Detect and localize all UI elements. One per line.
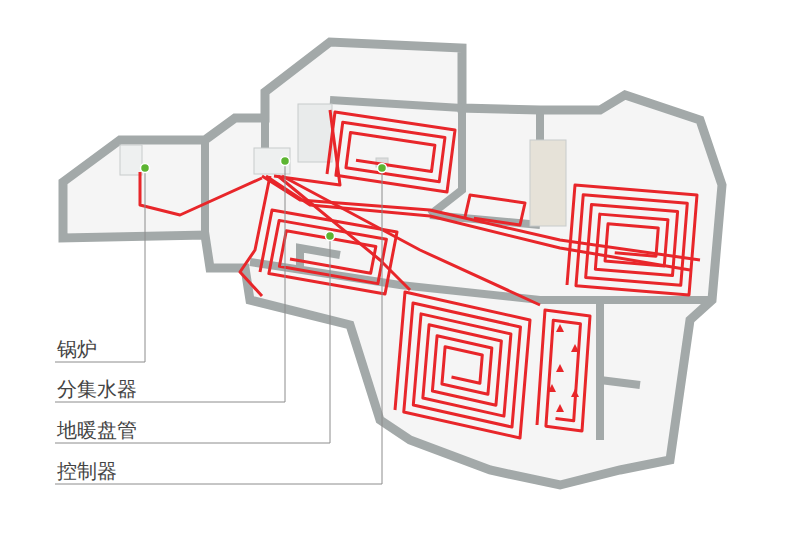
supply-pipe: [282, 176, 540, 305]
callout-label: 地暖盘管: [55, 418, 139, 442]
counter: [298, 104, 332, 162]
floor-coil: [567, 185, 697, 295]
leader-line: [55, 168, 382, 484]
flow-arrow: [556, 364, 564, 372]
marker-dot: [326, 232, 335, 241]
flow-arrow: [548, 384, 556, 392]
floor: [63, 42, 722, 485]
floor-coil: [260, 210, 397, 294]
leader-line: [55, 161, 285, 402]
flow-arrow: [571, 344, 579, 352]
inner-wall: [330, 100, 462, 108]
floor-coil: [395, 292, 530, 438]
inner-wall: [201, 140, 209, 235]
marker-dots: [141, 157, 387, 241]
cabinet: [530, 140, 566, 226]
floor-coil: [465, 195, 525, 225]
inner-wall: [600, 380, 640, 385]
flow-arrow: [571, 389, 579, 397]
inner-wall: [430, 108, 462, 215]
heating-pipes: [140, 110, 700, 438]
leader-lines: [55, 161, 382, 484]
inner-wall: [261, 118, 269, 150]
inner-wall: [596, 300, 604, 440]
marker-dot: [378, 164, 387, 173]
floor-coil: [537, 310, 590, 431]
marker-dot: [141, 164, 150, 173]
callout-label: 分集水器: [55, 377, 139, 401]
callout-label: 锅炉: [55, 337, 99, 361]
leader-line: [55, 168, 145, 362]
supply-pipe: [140, 172, 262, 215]
flow-arrow: [556, 404, 564, 412]
marker-dot: [281, 157, 290, 166]
inner-walls: [205, 100, 712, 440]
boiler-unit: [120, 145, 142, 175]
flow-arrow: [556, 324, 564, 332]
callout-label: 控制器: [55, 459, 119, 483]
floor-coil: [327, 112, 455, 192]
leader-line: [55, 236, 330, 443]
